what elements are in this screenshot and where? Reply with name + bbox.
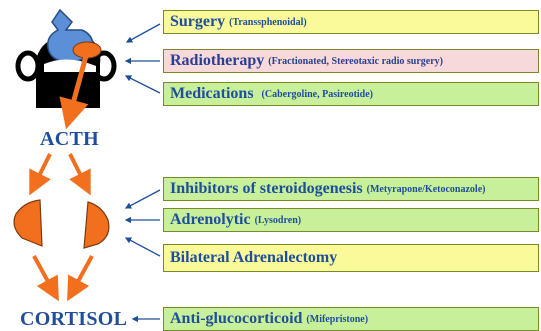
treatment-detail: (Fractionated, Stereotaxic radio surgery… — [268, 56, 443, 67]
treatment-box-medications: Medications (Cabergoline, Pasireotide) — [163, 82, 539, 106]
treatment-main: Adrenolytic — [170, 211, 251, 229]
pointer-medications — [126, 76, 160, 93]
left-adrenal-to-cortisol-arrow — [34, 256, 56, 296]
treatment-detail: (Metyrapone/Ketoconazole) — [367, 184, 486, 195]
treatment-main: Inhibitors of steroidogenesis — [170, 180, 363, 198]
cortisol-label: CORTISOL — [20, 308, 127, 331]
right-adrenal-gland — [84, 202, 109, 248]
pointer-surgery — [127, 24, 160, 42]
treatment-box-adrenolytic: Adrenolytic (Lysodren) — [163, 208, 539, 232]
acth-to-left-adrenal-arrow — [32, 154, 50, 190]
treatment-main: Medications — [170, 85, 254, 103]
treatment-box-inhibitors: Inhibitors of steroidogenesis (Metyrapon… — [163, 177, 539, 201]
pointer-adrenalectomy — [126, 238, 160, 256]
treatment-detail: (Mifepristone) — [306, 314, 368, 325]
treatment-detail: (Cabergoline, Pasireotide) — [262, 89, 373, 100]
treatment-box-anti-glucocorticoid: Anti-glucocorticoid (Mifepristone) — [163, 307, 539, 331]
treatment-detail: (Lysodren) — [255, 215, 302, 226]
acth-to-right-adrenal-arrow — [70, 154, 88, 190]
treatment-box-radiotherapy: Radiotherapy (Fractionated, Stereotaxic … — [163, 49, 539, 73]
pituitary-illustration — [18, 10, 114, 108]
pointer-inhibitors — [126, 190, 160, 208]
treatment-box-adrenalectomy: Bilateral Adrenalectomy — [163, 244, 539, 272]
treatment-detail: (Transsphenoidal) — [229, 17, 307, 28]
left-adrenal-gland — [14, 200, 42, 246]
treatment-box-surgery: Surgery (Transsphenoidal) — [163, 10, 539, 34]
right-adrenal-to-cortisol-arrow — [70, 256, 92, 296]
treatment-main: Bilateral Adrenalectomy — [170, 249, 337, 267]
pituitary-tumor — [73, 42, 101, 58]
left-ear — [18, 53, 38, 79]
treatment-main: Surgery — [170, 13, 225, 31]
treatment-main: Radiotherapy — [170, 52, 264, 70]
treatment-main: Anti-glucocorticoid — [170, 310, 302, 328]
acth-label: ACTH — [40, 128, 99, 151]
